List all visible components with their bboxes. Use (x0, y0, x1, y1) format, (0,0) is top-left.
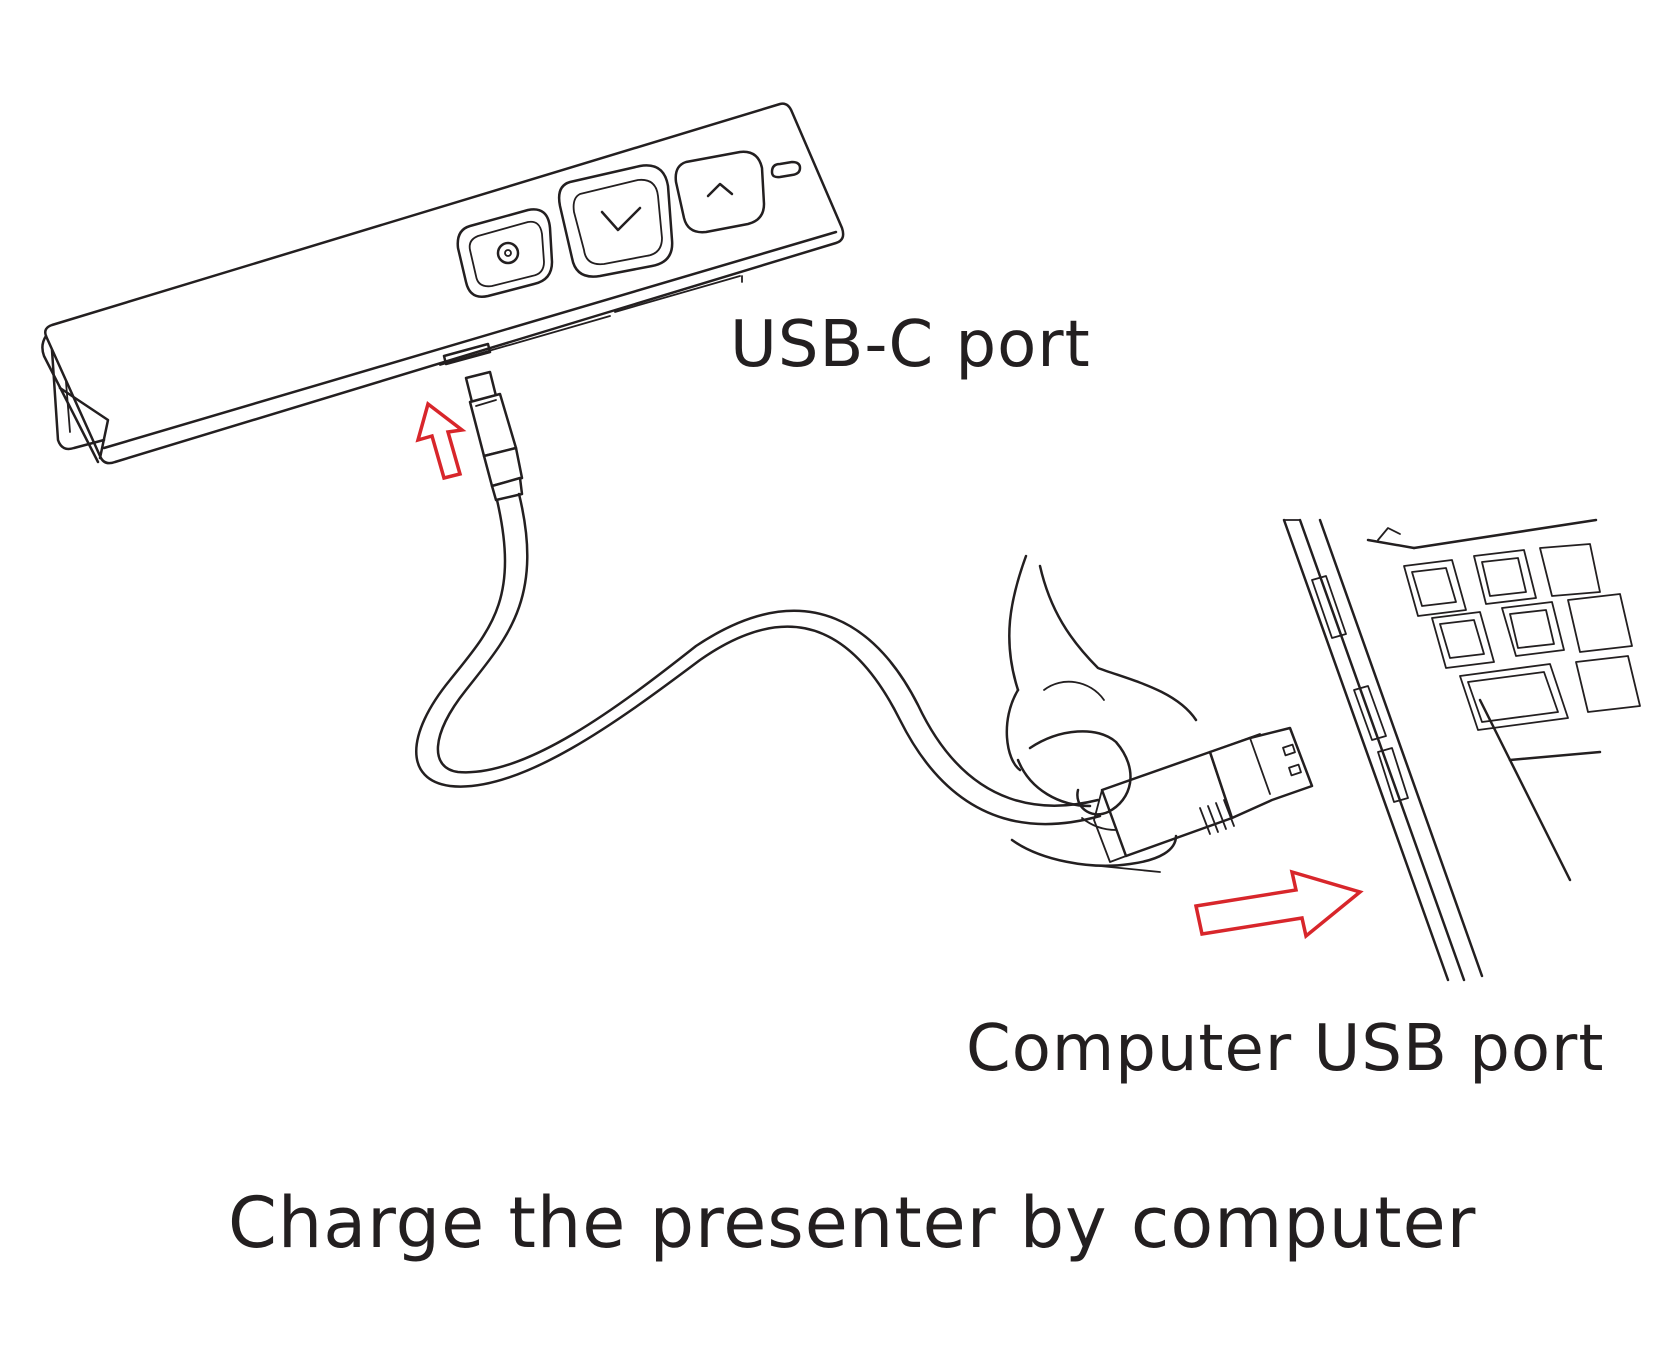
device-usbc-port (442, 342, 492, 366)
usb-cable (415, 370, 1314, 873)
prev-button[interactable] (674, 150, 766, 234)
hand (1005, 554, 1198, 873)
laptop (1282, 518, 1641, 982)
chevron-down-icon (600, 206, 642, 232)
led-indicator (770, 160, 802, 179)
laptop-usb-ports (1311, 575, 1409, 803)
presenter-device (41, 102, 845, 465)
next-button[interactable] (557, 164, 674, 278)
laser-button[interactable] (456, 208, 554, 298)
arrow-right-to-laptop (1193, 869, 1364, 940)
usb-a-plug (1093, 726, 1314, 863)
usb-c-port-label: USB-C port (730, 308, 1091, 382)
caption: Charge the presenter by computer (228, 1182, 1477, 1264)
chevron-up-icon (706, 182, 734, 198)
arrow-up-to-device (415, 401, 467, 481)
computer-usb-port-label: Computer USB port (966, 1012, 1605, 1086)
laser-dot-icon (496, 241, 520, 265)
keyboard (1403, 543, 1641, 731)
